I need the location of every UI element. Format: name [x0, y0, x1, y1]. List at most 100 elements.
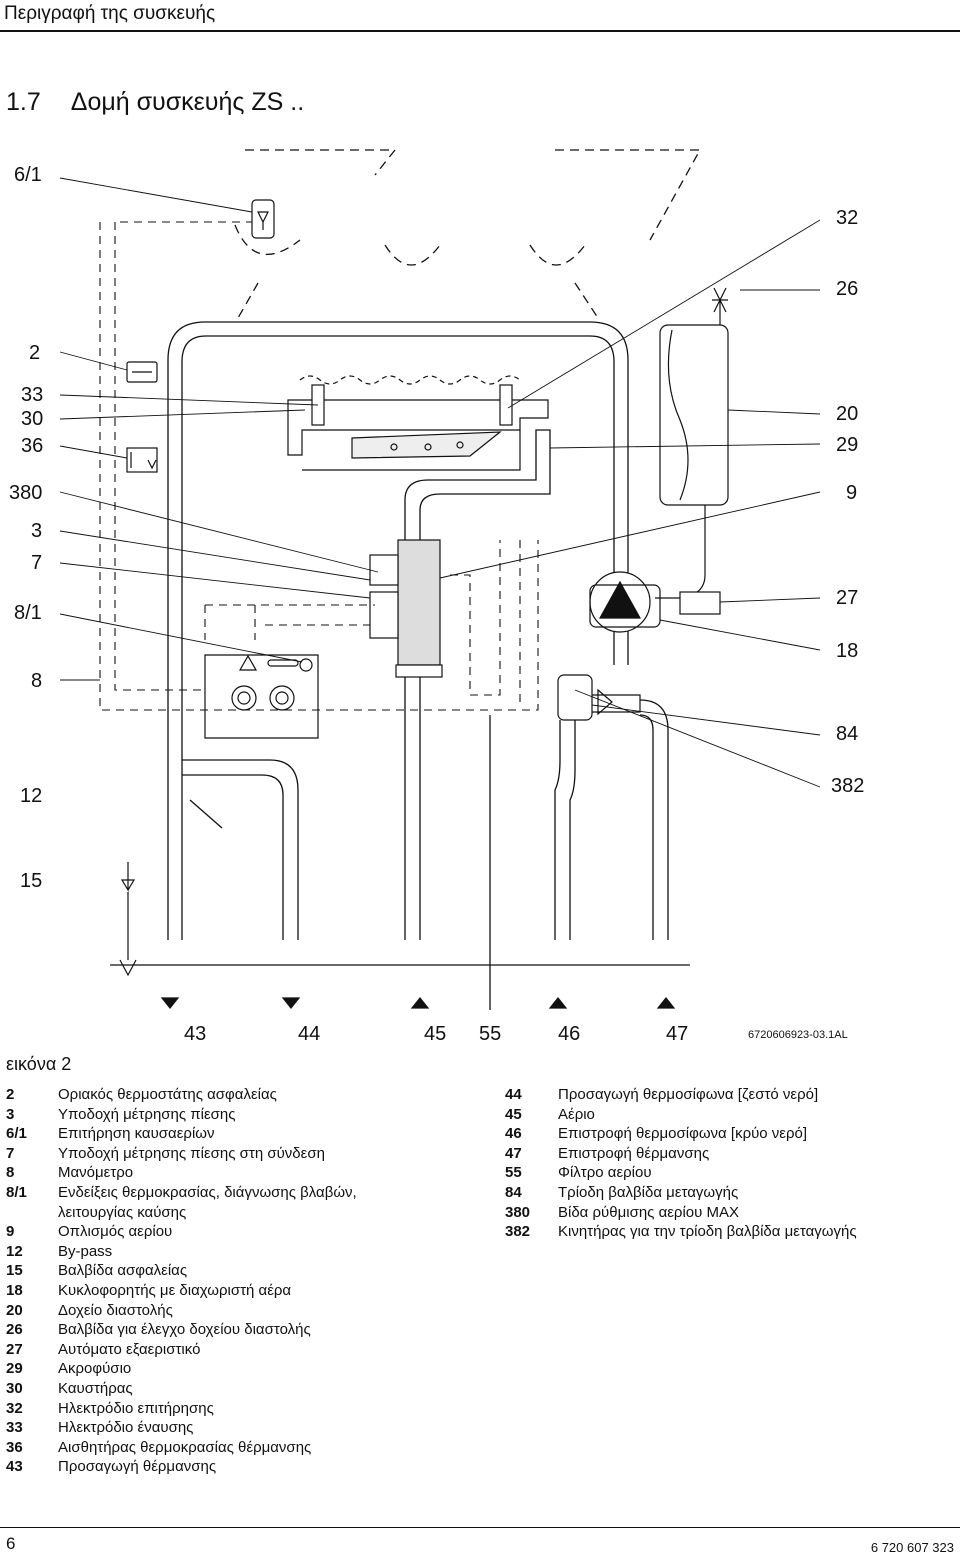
callout-44: 44	[298, 1023, 321, 1045]
legend-text: Κινητήρας για την τρίοδη βαλβίδα μεταγωγ…	[558, 1223, 857, 1241]
legend-row: 380 Βίδα ρύθμισης αερίου MAX	[505, 1204, 955, 1224]
callout-27: 27	[836, 587, 859, 609]
legend-row: 2 Οριακός θερμοστάτης ασφαλείας	[6, 1086, 476, 1106]
legend-text: Καυστήρας	[58, 1379, 133, 1397]
legend-text: Υποδοχή μέτρησης πίεσης	[58, 1105, 236, 1123]
bottom-pipes	[182, 677, 669, 1010]
gas-pipe	[404, 429, 551, 540]
footer-rule	[0, 1527, 960, 1528]
legend-row: 32 Ηλεκτρόδιο επιτήρησης	[6, 1400, 476, 1420]
legend-num: 33	[6, 1419, 23, 1437]
legend-num: 36	[6, 1438, 23, 1456]
legend-num: 8/1	[6, 1183, 27, 1201]
document-number: 6 720 607 323	[870, 1540, 954, 1555]
expansion-vessel	[655, 287, 729, 599]
callout-382: 382	[831, 775, 865, 797]
legend-text: Μανόμετρο	[58, 1164, 134, 1182]
legend-num: 29	[6, 1360, 23, 1378]
legend-num: 18	[6, 1281, 23, 1299]
legend-text: Αισθητήρας θερμοκρασίας θέρμανσης	[58, 1438, 312, 1456]
legend-text: Φίλτρο αερίου	[558, 1164, 652, 1182]
legend-num: 12	[6, 1242, 23, 1260]
callout-380: 380	[9, 482, 43, 504]
figure-id: 6720606923-03.1AL	[748, 1029, 848, 1041]
callout-36: 36	[21, 435, 44, 457]
legend-num: 3	[6, 1105, 15, 1123]
legend-text: Βίδα ρύθμισης αερίου MAX	[558, 1203, 740, 1221]
boiler-diagram	[59, 149, 821, 1010]
legend-text: Οριακός θερμοστάτης ασφαλείας	[58, 1086, 277, 1103]
callout-3: 3	[31, 520, 43, 542]
control-panel	[204, 654, 319, 739]
legend-num: 15	[6, 1262, 23, 1280]
legend-text: By-pass	[58, 1242, 113, 1260]
legend-row: λειτουργίας καύσης	[6, 1204, 476, 1224]
callout-30: 30	[21, 408, 44, 430]
callout-47: 47	[666, 1023, 689, 1045]
callout-84: 84	[836, 723, 859, 745]
legend-row: 36 Αισθητήρας θερμοκρασίας θέρμανσης	[6, 1439, 476, 1459]
safety-valve	[119, 862, 137, 977]
legend-num: 45	[505, 1105, 522, 1123]
legend-text: Τρίοδη βαλβίδα μεταγωγής	[558, 1183, 739, 1201]
legend-num: 6/1	[6, 1125, 27, 1143]
page-header: Περιγραφή της συσκευής	[0, 0, 960, 28]
callout-12: 12	[20, 785, 43, 807]
callout-46: 46	[558, 1023, 581, 1045]
legend-text: Επιστροφή θέρμανσης	[558, 1144, 710, 1162]
legend-row: 18 Κυκλοφορητής με διαχωριστή αέρα	[6, 1282, 476, 1302]
legend-num: 46	[505, 1125, 522, 1143]
legend-num: 380	[505, 1203, 531, 1221]
callout-43: 43	[184, 1023, 207, 1045]
legend-text: Αυτόματο εξαεριστικό	[58, 1340, 201, 1358]
legend-text: Προσαγωγή θέρμανσης	[58, 1458, 217, 1476]
callout-55: 55	[479, 1023, 502, 1045]
legend-num: 2	[6, 1086, 15, 1103]
callout-29: 29	[836, 434, 859, 456]
legend-row: 382 Κινητήρας για την τρίοδη βαλβίδα μετα…	[505, 1223, 955, 1243]
legend-text: Επιστροφή θερμοσίφωνα [κρύο νερό]	[558, 1125, 808, 1143]
legend-num: 43	[6, 1458, 23, 1476]
legend-num: 8	[6, 1164, 15, 1182]
legend-num: 20	[6, 1301, 23, 1319]
legend-num: 9	[6, 1223, 15, 1241]
legend-text: Ηλεκτρόδιο επιτήρησης	[58, 1399, 214, 1417]
safety-thermostat	[126, 361, 158, 473]
legend-text: Κυκλοφορητής με διαχωριστή αέρα	[58, 1281, 292, 1299]
callout-2: 2	[29, 342, 41, 364]
flue-gas-monitor	[251, 199, 275, 239]
callout-33: 33	[21, 384, 44, 406]
page-number: 6	[6, 1534, 16, 1553]
connections	[110, 964, 690, 1009]
legend-row: 8 Μανόμετρο	[6, 1164, 476, 1184]
leader-lines	[59, 177, 821, 788]
callout-9: 9	[846, 482, 858, 504]
wiring	[99, 221, 539, 711]
legend-num: 47	[505, 1144, 522, 1162]
callout-6-1: 6/1	[14, 164, 42, 186]
legend-text: Προσαγωγή θερμοσίφωνα [ζεστό νερό]	[558, 1086, 819, 1103]
legend-num: 32	[6, 1399, 23, 1417]
legend-num: 27	[6, 1340, 23, 1358]
callout-18: 18	[836, 640, 859, 662]
section-title-text: Δομή συσκευής ZS ..	[70, 88, 305, 116]
legend-text: λειτουργίας καύσης	[58, 1203, 187, 1221]
callout-45: 45	[424, 1023, 447, 1045]
legend-row: 43 Προσαγωγή θέρμανσης	[6, 1458, 476, 1478]
callout-15: 15	[20, 870, 43, 892]
legend-num: 382	[505, 1223, 531, 1241]
heating-pipe-loop	[167, 321, 629, 940]
